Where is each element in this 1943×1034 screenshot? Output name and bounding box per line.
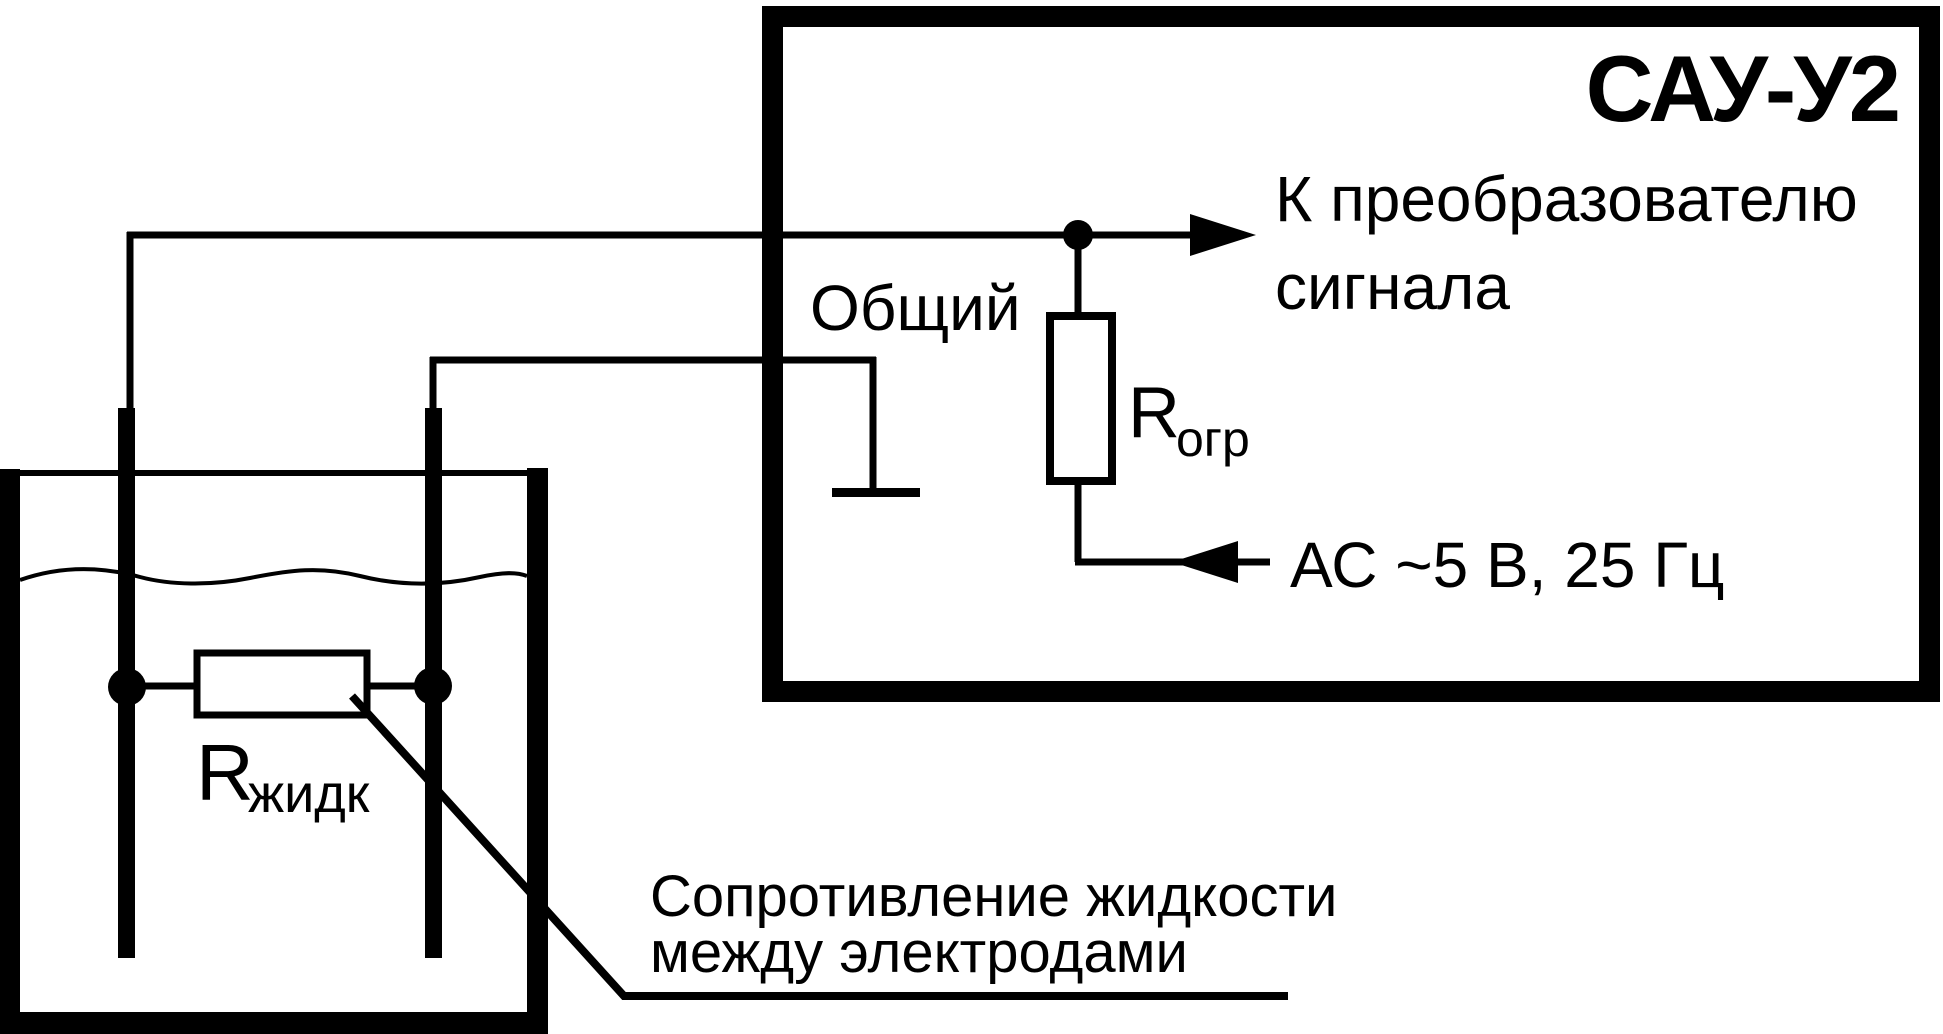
junction-dot-right-electrode (414, 667, 452, 705)
liquid-resistor-label: R (196, 728, 254, 817)
tank-left-wall (0, 469, 20, 1034)
device-box-top-border (762, 6, 1940, 27)
junction-dot-left-electrode (108, 668, 146, 706)
ac-supply-label: АС ~5 В, 25 Гц (1290, 529, 1725, 601)
device-box: САУ-У2 (762, 6, 1940, 702)
device-box-bottom-border (762, 681, 1940, 702)
common-wire (429, 356, 920, 497)
callout-leader (349, 693, 1288, 1000)
tank (0, 468, 548, 1034)
device-box-right-border (1919, 6, 1940, 702)
common-terminal-label: Общий (810, 272, 1021, 344)
water-surface-wave (19, 567, 528, 586)
arrow-left-icon (1172, 541, 1238, 583)
callout-label-line2: между электродами (650, 920, 1188, 985)
common-terminal-bar (832, 488, 920, 497)
limiting-resistor-label-subscript: огр (1176, 411, 1250, 467)
limiting-resistor-branch: R огр (1046, 235, 1270, 583)
liquid-resistor: R жидк (108, 649, 452, 824)
tank-right-wall (527, 468, 548, 1034)
liquid-resistor-label-subscript: жидк (248, 764, 370, 824)
limiting-resistor-body (1046, 312, 1116, 485)
to-signal-converter-label-line2: сигнала (1275, 251, 1510, 323)
device-box-left-border (762, 6, 783, 702)
to-signal-converter-label-line1: К преобразователю (1275, 163, 1858, 235)
limiting-resistor-label: R (1128, 373, 1180, 453)
arrow-right-icon (1190, 214, 1256, 256)
device-title: САУ-У2 (1586, 36, 1898, 141)
callout-label-line1: Сопротивление жидкости (650, 864, 1337, 929)
tank-rim-line (8, 470, 530, 476)
callout-leader-line (349, 693, 1288, 1000)
tank-bottom-wall (0, 1012, 548, 1034)
liquid-resistor-body (193, 649, 371, 719)
